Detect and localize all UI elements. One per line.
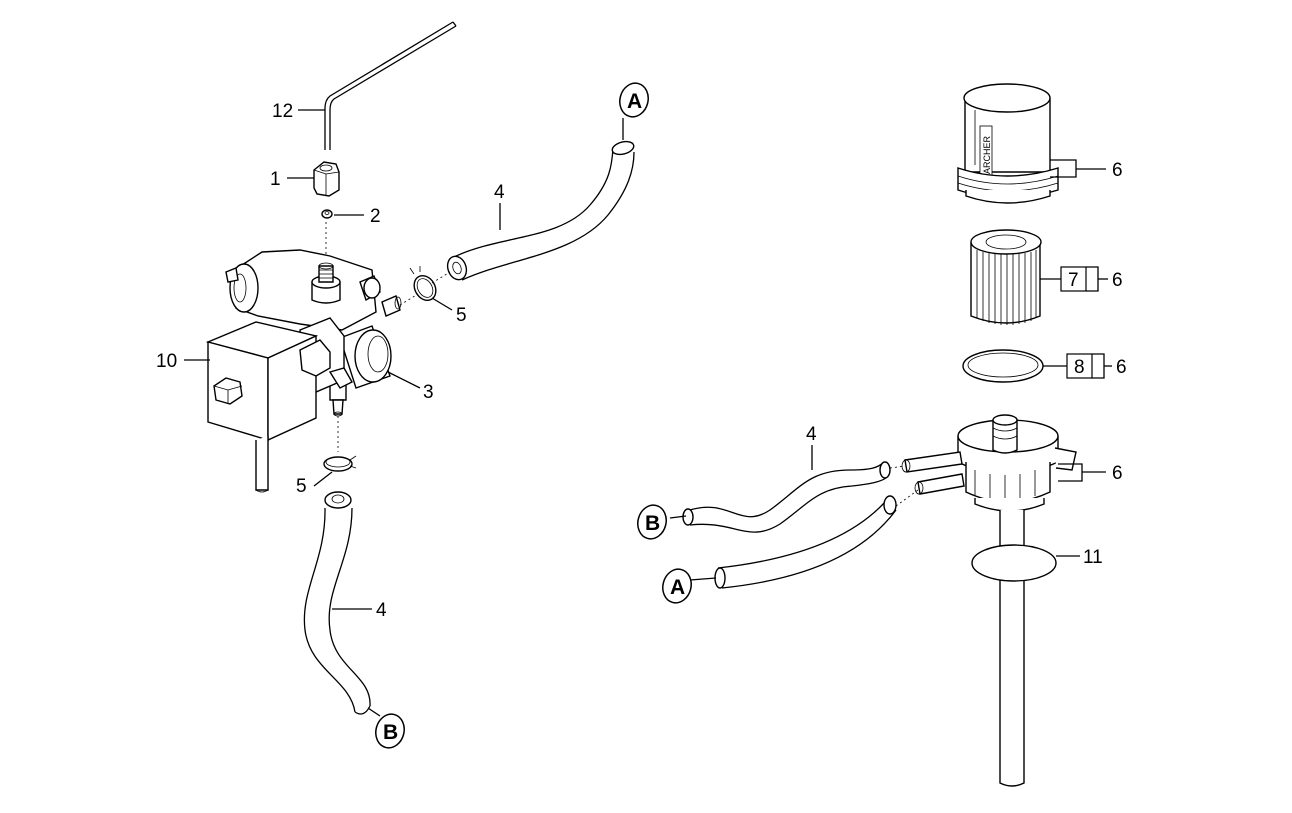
label-8: 8 bbox=[1074, 357, 1085, 378]
connector-a-top: A bbox=[619, 82, 649, 118]
svg-text:B: B bbox=[645, 512, 660, 535]
label-3: 3 bbox=[423, 382, 434, 403]
part-7-filter-cartridge bbox=[970, 229, 1042, 325]
part-12-capillary-tube bbox=[324, 21, 457, 150]
label-4-upper: 4 bbox=[494, 182, 505, 203]
part-6-filter-head bbox=[901, 414, 1077, 787]
svg-text:B: B bbox=[383, 721, 398, 744]
label-6-third: 6 bbox=[1116, 357, 1127, 378]
part-10-solenoid bbox=[205, 321, 331, 493]
part-11-o-ring bbox=[971, 544, 1057, 582]
connector-a-right: A bbox=[662, 568, 692, 604]
part-4-hose-right bbox=[682, 461, 891, 533]
label-4-lower: 4 bbox=[376, 600, 387, 621]
label-5-upper: 5 bbox=[456, 305, 467, 326]
part-1-hex-nut bbox=[313, 161, 340, 197]
leader-lines-left bbox=[184, 109, 624, 717]
part-4-hose-lower bbox=[303, 491, 371, 715]
part-5-clamp-upper bbox=[409, 266, 437, 302]
label-10: 10 bbox=[156, 351, 177, 372]
label-12: 12 bbox=[272, 101, 293, 122]
label-7: 7 bbox=[1068, 270, 1079, 291]
label-6-top: 6 bbox=[1112, 160, 1123, 181]
label-1: 1 bbox=[270, 169, 281, 190]
connector-b-right: B bbox=[637, 504, 667, 540]
part-6-filter-bowl: KARCHER bbox=[957, 83, 1059, 204]
label-11: 11 bbox=[1083, 547, 1103, 568]
part-5-clamp-lower bbox=[323, 455, 357, 472]
svg-text:A: A bbox=[627, 90, 642, 113]
connector-b-bottom: B bbox=[375, 713, 405, 749]
label-4-right: 4 bbox=[806, 424, 817, 445]
part-8-o-ring bbox=[962, 349, 1044, 383]
hose-a-right bbox=[714, 495, 897, 589]
label-2: 2 bbox=[370, 206, 381, 227]
label-6-bottom: 6 bbox=[1112, 463, 1123, 484]
valve-block bbox=[225, 249, 402, 417]
filter-brand-text: KARCHER bbox=[982, 135, 992, 180]
label-6-second: 6 bbox=[1112, 270, 1123, 291]
leader-lines-right bbox=[669, 159, 1112, 581]
label-5-lower: 5 bbox=[296, 476, 307, 497]
part-2-ferrule bbox=[321, 209, 333, 219]
svg-text:A: A bbox=[670, 576, 685, 599]
part-4-hose-upper bbox=[446, 140, 635, 281]
